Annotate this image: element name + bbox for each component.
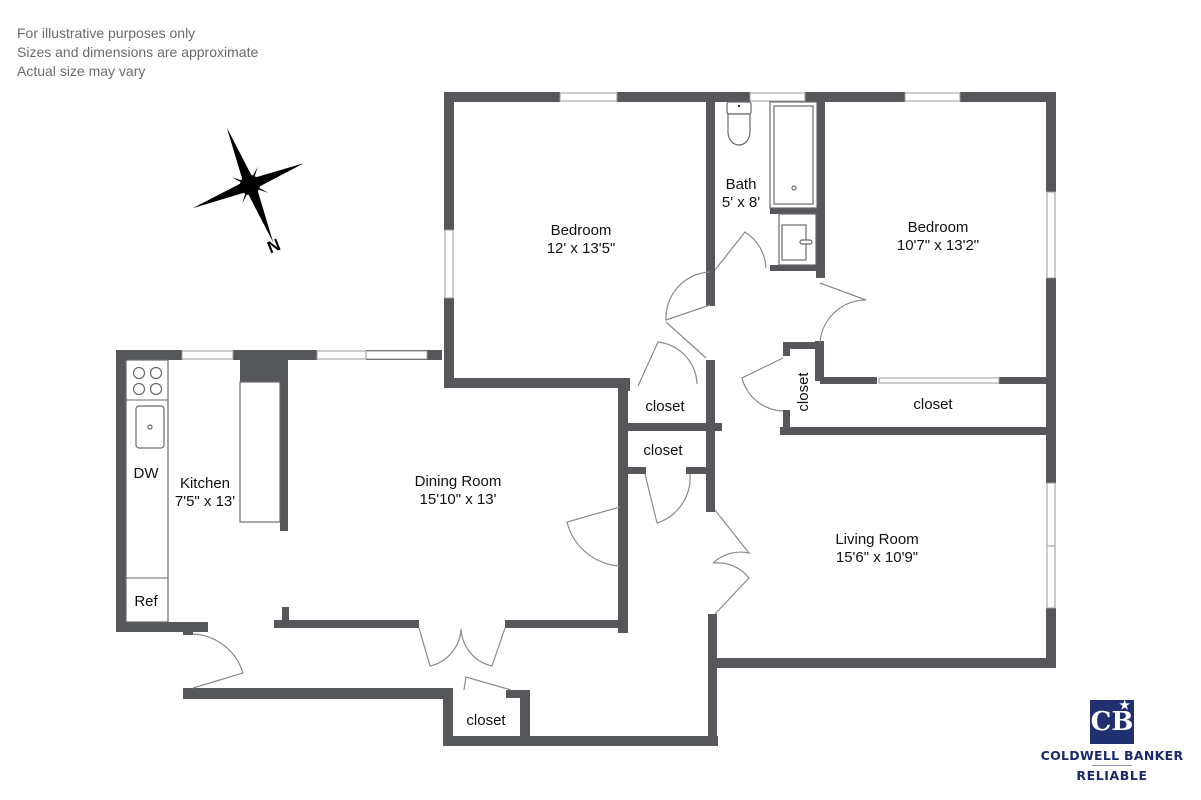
windows bbox=[181, 92, 1056, 609]
brand-logo: CB ★ COLDWELL BANKER RELIABLE bbox=[1040, 698, 1184, 783]
brand-monogram: CB bbox=[1090, 707, 1134, 737]
star-icon: ★ bbox=[1119, 698, 1130, 712]
toilet-icon bbox=[726, 101, 752, 146]
bedroom-2-dims: 10'7" x 13'2" bbox=[897, 237, 979, 254]
bath-name: Bath bbox=[726, 176, 757, 193]
compass-north-label: N bbox=[265, 235, 284, 257]
closet-hall-upper-label: closet bbox=[645, 398, 685, 415]
dining-room-name: Dining Room bbox=[415, 473, 502, 490]
brand-divider bbox=[1092, 765, 1132, 766]
stove-burner-icon bbox=[132, 382, 146, 396]
room-labels: Bedroom 12' x 13'5" Bath 5' x 8' Bedroom… bbox=[134, 176, 980, 729]
stove-burner-icon bbox=[149, 382, 163, 396]
living-room-dims: 15'6" x 10'9" bbox=[836, 549, 918, 566]
bedroom-1-dims: 12' x 13'5" bbox=[547, 240, 616, 257]
refrigerator-label: Ref bbox=[134, 593, 158, 610]
bathtub-icon bbox=[769, 101, 818, 209]
closet-vertical-label: closet bbox=[795, 372, 812, 412]
closet-bedroom-2-label: closet bbox=[913, 396, 953, 413]
bedroom-2-name: Bedroom bbox=[908, 219, 969, 236]
closet-hall-lower-label: closet bbox=[643, 442, 683, 459]
kitchen-dims: 7'5" x 13' bbox=[175, 493, 235, 510]
bedroom-1-name: Bedroom bbox=[551, 222, 612, 239]
fixtures bbox=[125, 101, 818, 623]
closet-entry-label: closet bbox=[466, 712, 506, 729]
kitchen-name: Kitchen bbox=[180, 475, 230, 492]
dining-room-dims: 15'10" x 13' bbox=[420, 491, 497, 508]
brand-office: RELIABLE bbox=[1076, 768, 1148, 783]
stove-burner-icon bbox=[149, 366, 163, 380]
disclaimer: For illustrative purposes only Sizes and… bbox=[17, 24, 258, 81]
disclaimer-line-3: Actual size may vary bbox=[17, 63, 146, 79]
disclaimer-line-2: Sizes and dimensions are approximate bbox=[17, 44, 259, 60]
brand-name: COLDWELL BANKER bbox=[1040, 748, 1184, 763]
compass-icon bbox=[192, 127, 304, 243]
living-room-name: Living Room bbox=[835, 531, 918, 548]
disclaimer-line-1: For illustrative purposes only bbox=[17, 25, 196, 41]
bath-dims: 5' x 8' bbox=[722, 194, 760, 211]
vanity-sink-icon bbox=[778, 213, 817, 266]
brand-monogram-icon: CB ★ bbox=[1090, 698, 1134, 744]
stove-burner-icon bbox=[132, 366, 146, 380]
dishwasher-label: DW bbox=[134, 465, 160, 482]
doors bbox=[192, 231, 867, 691]
